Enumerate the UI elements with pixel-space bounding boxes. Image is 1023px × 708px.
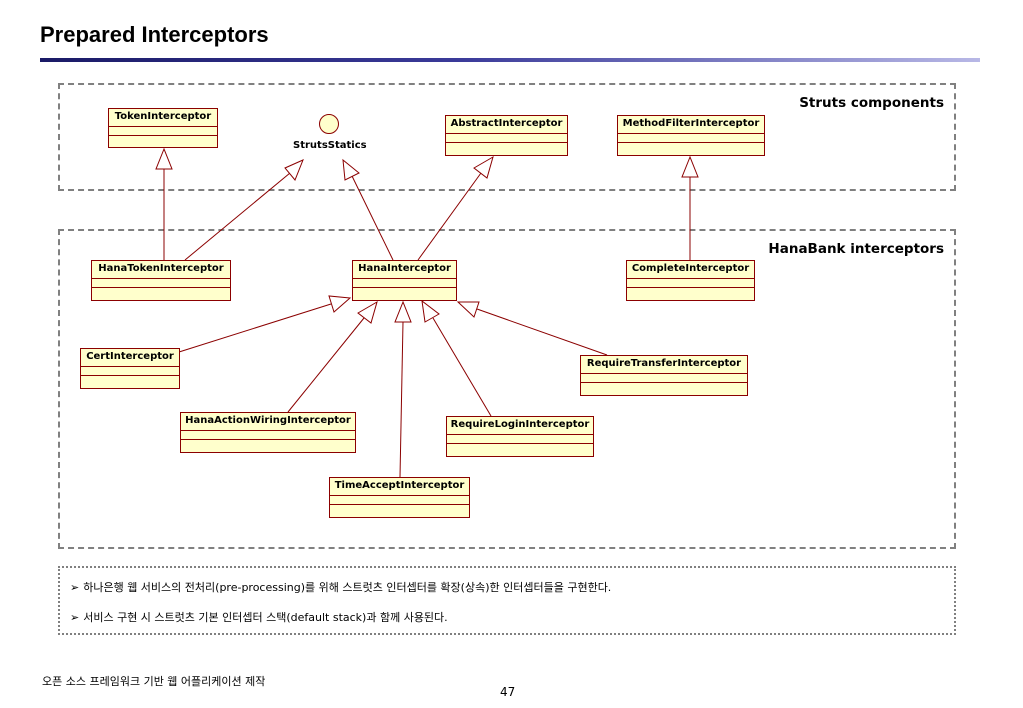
class-name: AbstractInterceptor — [446, 116, 567, 134]
link-requiretransfer-hana — [476, 308, 608, 356]
arrowhead-hana-actionwiring — [357, 300, 378, 324]
link-cert-hana — [178, 303, 332, 353]
interface-struts-statics: StrutsStatics — [293, 140, 367, 151]
arrowhead-hana-requiretransfer — [456, 301, 480, 318]
notes-box: ➢하나은행 웹 서비스의 전처리(pre-processing)를 위해 스트럿… — [58, 566, 956, 635]
class-time-accept-interceptor: TimeAcceptInterceptor — [329, 477, 470, 518]
note-text: 하나은행 웹 서비스의 전처리(pre-processing)를 위해 스트럿츠… — [83, 581, 612, 594]
class-cert-interceptor: CertInterceptor — [80, 348, 180, 389]
class-name: RequireTransferInterceptor — [581, 356, 747, 374]
class-complete-interceptor: CompleteInterceptor — [626, 260, 755, 301]
class-name: TimeAcceptInterceptor — [330, 478, 469, 496]
class-hana-interceptor: HanaInterceptor — [352, 260, 457, 301]
note-item: ➢서비스 구현 시 스트럿츠 기본 인터셉터 스택(default stack)… — [70, 609, 448, 625]
class-name: CertInterceptor — [81, 349, 179, 367]
class-hana-action-wiring-interceptor: HanaActionWiringInterceptor — [180, 412, 356, 453]
class-name: HanaTokenInterceptor — [92, 261, 230, 279]
class-name: TokenInterceptor — [109, 109, 217, 127]
link-timeaccept-hana — [399, 321, 404, 478]
arrowhead-abstract — [473, 155, 494, 179]
footer-text: 오픈 소스 프레임워크 기반 웹 어플리케이션 제작 — [42, 675, 266, 688]
link-hana-strutsstatics — [351, 175, 394, 261]
arrow-bullet-icon: ➢ — [70, 611, 80, 624]
arrowhead-strutsstatics-1 — [284, 159, 304, 181]
arrowhead-hana-cert — [328, 295, 352, 313]
class-name: HanaActionWiringInterceptor — [181, 413, 355, 431]
class-name: CompleteInterceptor — [627, 261, 754, 279]
link-requirelogin-hana — [432, 317, 492, 417]
class-method-filter-interceptor: MethodFilterInterceptor — [617, 115, 765, 156]
package-struts-components: Struts components — [58, 83, 956, 191]
class-name: MethodFilterInterceptor — [618, 116, 764, 134]
package-hanabank-interceptors: HanaBank interceptors — [58, 229, 956, 549]
class-require-transfer-interceptor: RequireTransferInterceptor — [580, 355, 748, 396]
arrowhead-hana-timeaccept — [394, 300, 412, 323]
link-actionwiring-hana — [287, 317, 365, 413]
class-hana-token-interceptor: HanaTokenInterceptor — [91, 260, 231, 301]
arrowhead-hana-requirelogin — [421, 299, 440, 323]
interface-circle-icon — [319, 114, 339, 134]
page-number: 47 — [500, 685, 516, 699]
class-name: HanaInterceptor — [353, 261, 456, 279]
link-hana-abstract — [417, 172, 482, 261]
class-abstract-interceptor: AbstractInterceptor — [445, 115, 568, 156]
arrowhead-methodfilter — [681, 155, 699, 178]
arrowhead-token — [155, 147, 173, 170]
arrow-bullet-icon: ➢ — [70, 581, 80, 594]
note-item: ➢하나은행 웹 서비스의 전처리(pre-processing)를 위해 스트럿… — [70, 579, 611, 595]
class-name: RequireLoginInterceptor — [447, 417, 593, 435]
arrowhead-strutsstatics-2 — [342, 158, 360, 181]
note-text: 서비스 구현 시 스트럿츠 기본 인터셉터 스택(default stack)과… — [83, 611, 448, 624]
class-require-login-interceptor: RequireLoginInterceptor — [446, 416, 594, 457]
slide-title: Prepared Interceptors — [40, 22, 269, 47]
class-token-interceptor: TokenInterceptor — [108, 108, 218, 148]
package-label-struts: Struts components — [799, 95, 944, 111]
package-label-hanabank: HanaBank interceptors — [768, 241, 944, 257]
link-hanatoken-strutsstatics — [184, 172, 291, 261]
title-underline — [40, 58, 980, 62]
